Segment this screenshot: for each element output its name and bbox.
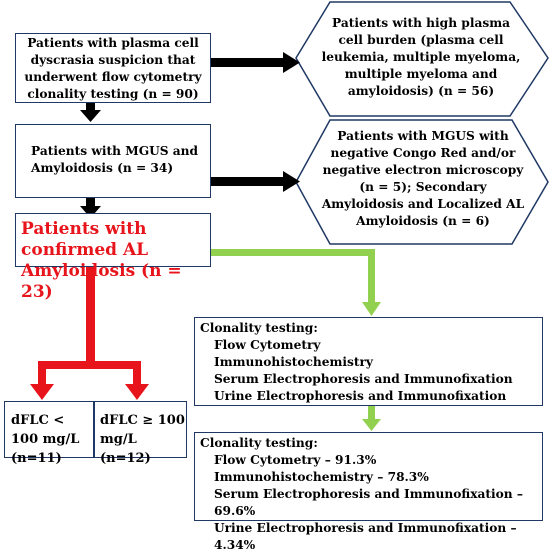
dflc-divider (93, 401, 95, 458)
clonality-result-item: Immunohistochemistry – 78.3% (214, 470, 429, 484)
clonality-results-title: Clonality testing: (200, 436, 318, 450)
clonality-methods-box (194, 317, 543, 406)
arrow-start-to-mgus (80, 102, 101, 122)
dflc-box (4, 401, 187, 458)
confirmed-box (15, 213, 211, 267)
clonality-method-item: Immunohistochemistry (214, 355, 374, 369)
excluded-text: Patients with MGUS with negative Congo R… (321, 129, 525, 228)
high-burden-text: Patients with high plasma cell burden (p… (321, 16, 521, 98)
arrow-mgus-to-excluded (211, 171, 300, 192)
dflc-high-text: dFLC ≥ 100 mg/L (n=12) (100, 413, 185, 466)
mgus-box (15, 124, 211, 198)
arrow-clonality-to-results (362, 406, 381, 431)
clonality-result-item: Serum Electrophoresis and Immunofixation… (214, 487, 524, 518)
clonality-results-box (194, 432, 543, 521)
clonality-methods-list: Clonality testing: Flow Cytometry Immuno… (200, 320, 540, 405)
arrow-confirmed-to-clonality (208, 249, 381, 316)
clonality-result-item: Flow Cytometry – 91.3% (214, 453, 377, 467)
mgus-box-text: Patients with MGUS and Amyloidosis (n = … (31, 144, 199, 175)
arrow-start-to-high-burden (211, 52, 300, 73)
dflc-low-text: dFLC < 100 mg/L (n=11) (11, 413, 80, 466)
start-box-text: Patients with plasma cell dyscrasia susp… (24, 36, 202, 101)
confirmed-box-text: Patients with confirmed AL Amyloidosis (… (21, 219, 182, 302)
flowchart-connectors (30, 1, 549, 431)
arrow-mgus-to-confirmed (80, 198, 101, 218)
start-box (15, 33, 211, 103)
clonality-method-item: Urine Electrophoresis and Immunofixation (214, 389, 507, 403)
clonality-methods-title: Clonality testing: (200, 321, 318, 335)
clonality-method-item: Flow Cytometry (214, 338, 321, 352)
clonality-results-list: Clonality testing: Flow Cytometry – 91.3… (200, 435, 540, 554)
arrow-confirmed-to-dflc-split (30, 267, 149, 400)
clonality-result-item: Urine Electrophoresis and Immunofixation… (214, 521, 517, 552)
clonality-method-item: Serum Electrophoresis and Immunofixation (214, 372, 513, 386)
high-burden-hexagon (295, 1, 549, 117)
